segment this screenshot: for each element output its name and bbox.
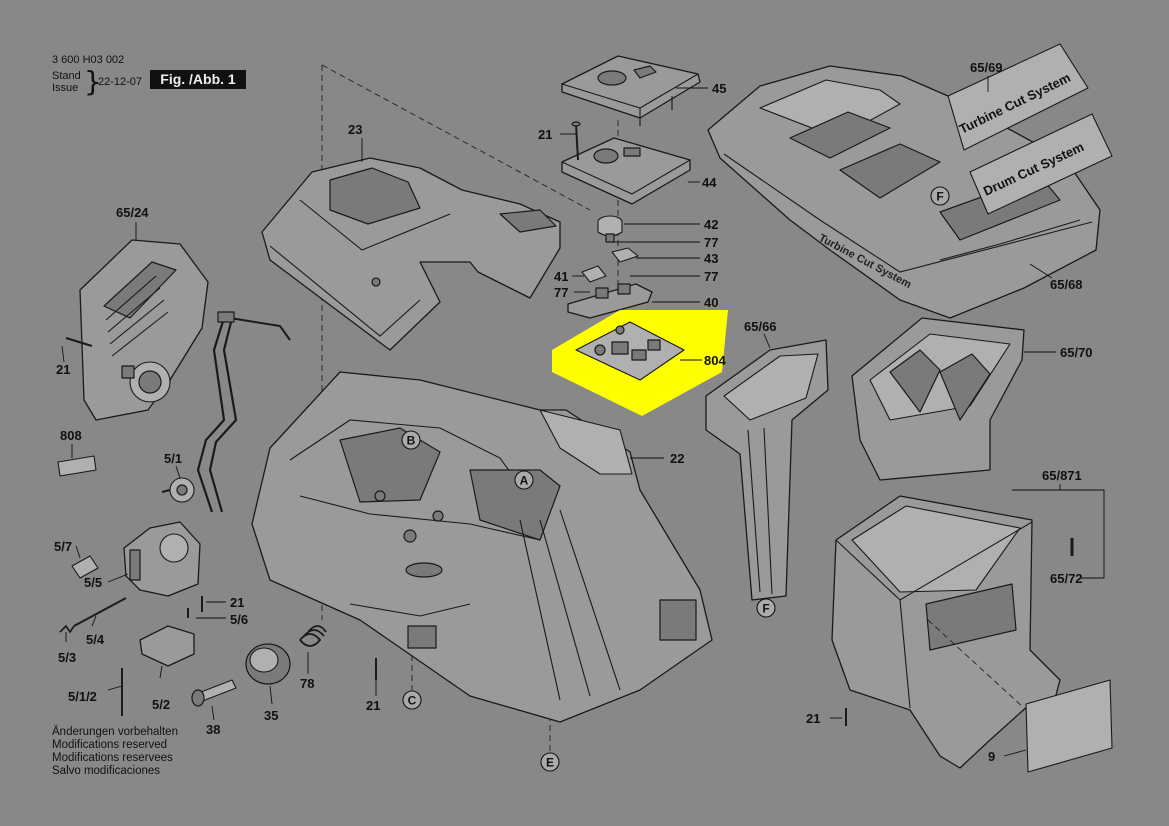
marker-B: B [407, 434, 416, 448]
label-21-a: 21 [538, 127, 552, 142]
label-5-3: 5/3 [58, 650, 76, 665]
label-65-72: 65/72 [1050, 571, 1083, 586]
label-38: 38 [206, 722, 220, 737]
document-number: 3 600 H03 002 [52, 54, 125, 66]
stand-label: Stand [52, 70, 81, 82]
label-35: 35 [264, 708, 278, 723]
label-65-871: 65/871 [1042, 468, 1082, 483]
issue-label: Issue [52, 82, 79, 94]
label-77-c: 77 [554, 285, 568, 300]
label-5-1-2: 5/1/2 [68, 689, 97, 704]
part-65-871-collection-box [831, 495, 1061, 769]
marker-E: E [546, 756, 554, 770]
leader-lines [61, 76, 1056, 757]
part-44-plate [561, 137, 691, 205]
label-21-c: 21 [230, 595, 244, 610]
label-65-66: 65/66 [744, 319, 777, 334]
label-44: 44 [702, 175, 717, 190]
label-45: 45 [712, 81, 726, 96]
label-21-e: 21 [806, 711, 820, 726]
main-housing [251, 371, 713, 723]
part-804-circuit-board [575, 321, 685, 381]
part-9-label [1025, 679, 1113, 773]
note-french: Modifications reservees [52, 752, 173, 764]
issue-date: 22-12-07 [98, 76, 143, 88]
part-5-5-bracket [123, 521, 201, 597]
label-65-24: 65/24 [116, 205, 149, 220]
label-65-70: 65/70 [1060, 345, 1093, 360]
part-5-1-plug [161, 477, 195, 503]
part-5-3-spring [59, 624, 75, 634]
label-21-b: 21 [56, 362, 70, 377]
note-english: Modifications reserved [52, 739, 168, 751]
note-german: Änderungen vorbehalten [52, 726, 178, 738]
section-markers: A B C E F F [401, 186, 950, 772]
part-5-2-clamp [139, 625, 195, 667]
label-41: 41 [554, 269, 568, 284]
brace-symbol: } [84, 65, 102, 98]
part-40-switch-holder [567, 283, 653, 319]
part-65-24-side-cover [79, 239, 209, 421]
marker-A: A [520, 474, 529, 488]
part-42-knob [597, 215, 623, 243]
label-808: 808 [60, 428, 82, 443]
part-78-spring [299, 625, 327, 647]
label-42: 42 [704, 217, 718, 232]
label-77-b: 77 [704, 269, 718, 284]
part-41-rocker [581, 265, 607, 283]
label-9: 9 [988, 749, 995, 764]
marker-F-upper: F [936, 190, 943, 204]
part-43-button [611, 247, 639, 263]
part-5-7-clip [71, 555, 99, 579]
figure-label: Fig. /Abb. 1 [150, 70, 246, 89]
part-23-upper-housing [261, 157, 561, 351]
note-spanish: Salvo modificaciones [52, 765, 161, 777]
label-22: 22 [670, 451, 684, 466]
label-23: 23 [348, 122, 362, 137]
part-21-screw-a [571, 121, 581, 161]
part-808-label [57, 455, 97, 477]
part-5-4-rod [73, 597, 127, 627]
label-5-5: 5/5 [84, 575, 102, 590]
label-43: 43 [704, 251, 718, 266]
label-77-a: 77 [704, 235, 718, 250]
marker-C: C [408, 694, 417, 708]
label-5-6: 5/6 [230, 612, 248, 627]
part-38-bolt [191, 679, 237, 707]
label-65-69: 65/69 [970, 60, 1003, 75]
label-21-d: 21 [366, 698, 380, 713]
part-labels: 45 21 44 23 42 77 43 41 77 77 40 804 65/… [54, 60, 1093, 764]
label-5-1: 5/1 [164, 451, 182, 466]
label-65-68: 65/68 [1050, 277, 1083, 292]
part-65-66-chute [705, 339, 829, 601]
marker-F-lower: F [762, 602, 769, 616]
label-804: 804 [704, 353, 726, 368]
label-78: 78 [300, 676, 314, 691]
part-65-70-basket [851, 317, 1025, 481]
modification-notes: Änderungen vorbehalten Modifications res… [52, 726, 178, 778]
label-5-2: 5/2 [152, 697, 170, 712]
label-5-7: 5/7 [54, 539, 72, 554]
part-45-cover-plate [561, 55, 701, 126]
part-35-knob [245, 643, 291, 685]
label-5-4: 5/4 [86, 632, 105, 647]
cable-harness [196, 311, 291, 513]
part-21-screw-b [65, 337, 93, 347]
label-40: 40 [704, 295, 718, 310]
